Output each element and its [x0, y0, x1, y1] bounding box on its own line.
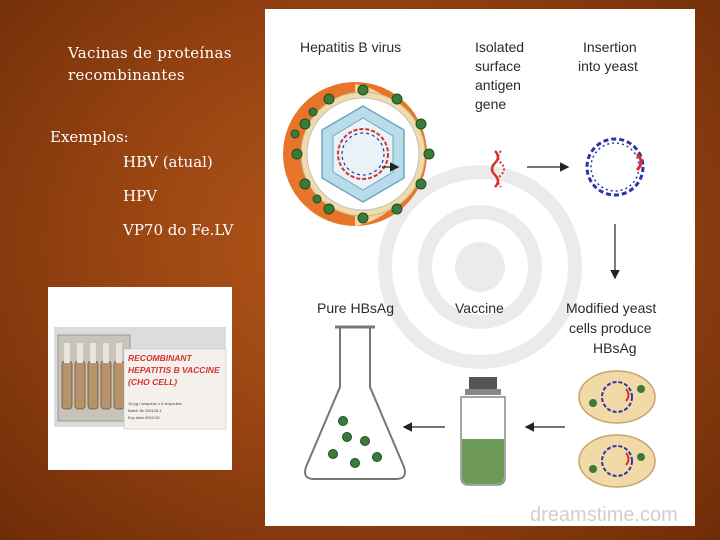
label-modified-line1: Modified yeast [566, 300, 656, 316]
flask-icon [305, 327, 405, 479]
label-isolated-line1: Isolated [475, 39, 524, 55]
label-modified-line3: HBsAg [593, 340, 637, 356]
label-vaccine: Vaccine [455, 300, 504, 316]
example-item-hpv: HPV [123, 187, 157, 205]
watermark-spiral-icon [385, 172, 575, 362]
label-isolated-line4: gene [475, 96, 506, 112]
label-pure-hbsag: Pure HBsAg [317, 300, 394, 316]
vaccine-product-photo: RECOMBINANT HEPATITIS B VACCINE (CHO CEL… [48, 287, 232, 470]
recombinant-vaccine-diagram: Hepatitis B virus Isolated surface antig… [265, 9, 695, 526]
label-insertion-line2: into yeast [578, 58, 638, 74]
watermark-text: dreamstime.com [530, 504, 678, 526]
examples-heading: Exemplos: [50, 128, 129, 146]
label-insertion-line1: Insertion [583, 39, 637, 55]
product-label-line2: HEPATITIS B VACCINE [128, 365, 220, 375]
plasmid-icon [587, 139, 643, 195]
label-hepatitis-b-virus: Hepatitis B virus [300, 39, 401, 55]
example-item-felv: VP70 do Fe.LV [123, 221, 233, 239]
example-item-hbv: HBV (atual) [123, 153, 213, 171]
label-isolated-line2: surface [475, 58, 521, 74]
label-modified-line2: cells produce [569, 320, 652, 336]
product-fine-print-1: 10 µg / ampoule x 5 ampoules [128, 401, 182, 406]
product-label-line3: (CHO CELL) [128, 377, 177, 387]
label-isolated-line3: antigen [475, 77, 521, 93]
slide-title: Vacinas de proteínas recombinantes [68, 42, 268, 86]
vaccine-vial-icon [461, 377, 505, 485]
yeast-cells-icon [579, 371, 655, 487]
product-fine-print-2: Batch № 200105-1 [128, 408, 162, 413]
product-fine-print-3: Exp date 2002-06 [128, 415, 160, 420]
product-label-line1: RECOMBINANT [128, 353, 193, 363]
